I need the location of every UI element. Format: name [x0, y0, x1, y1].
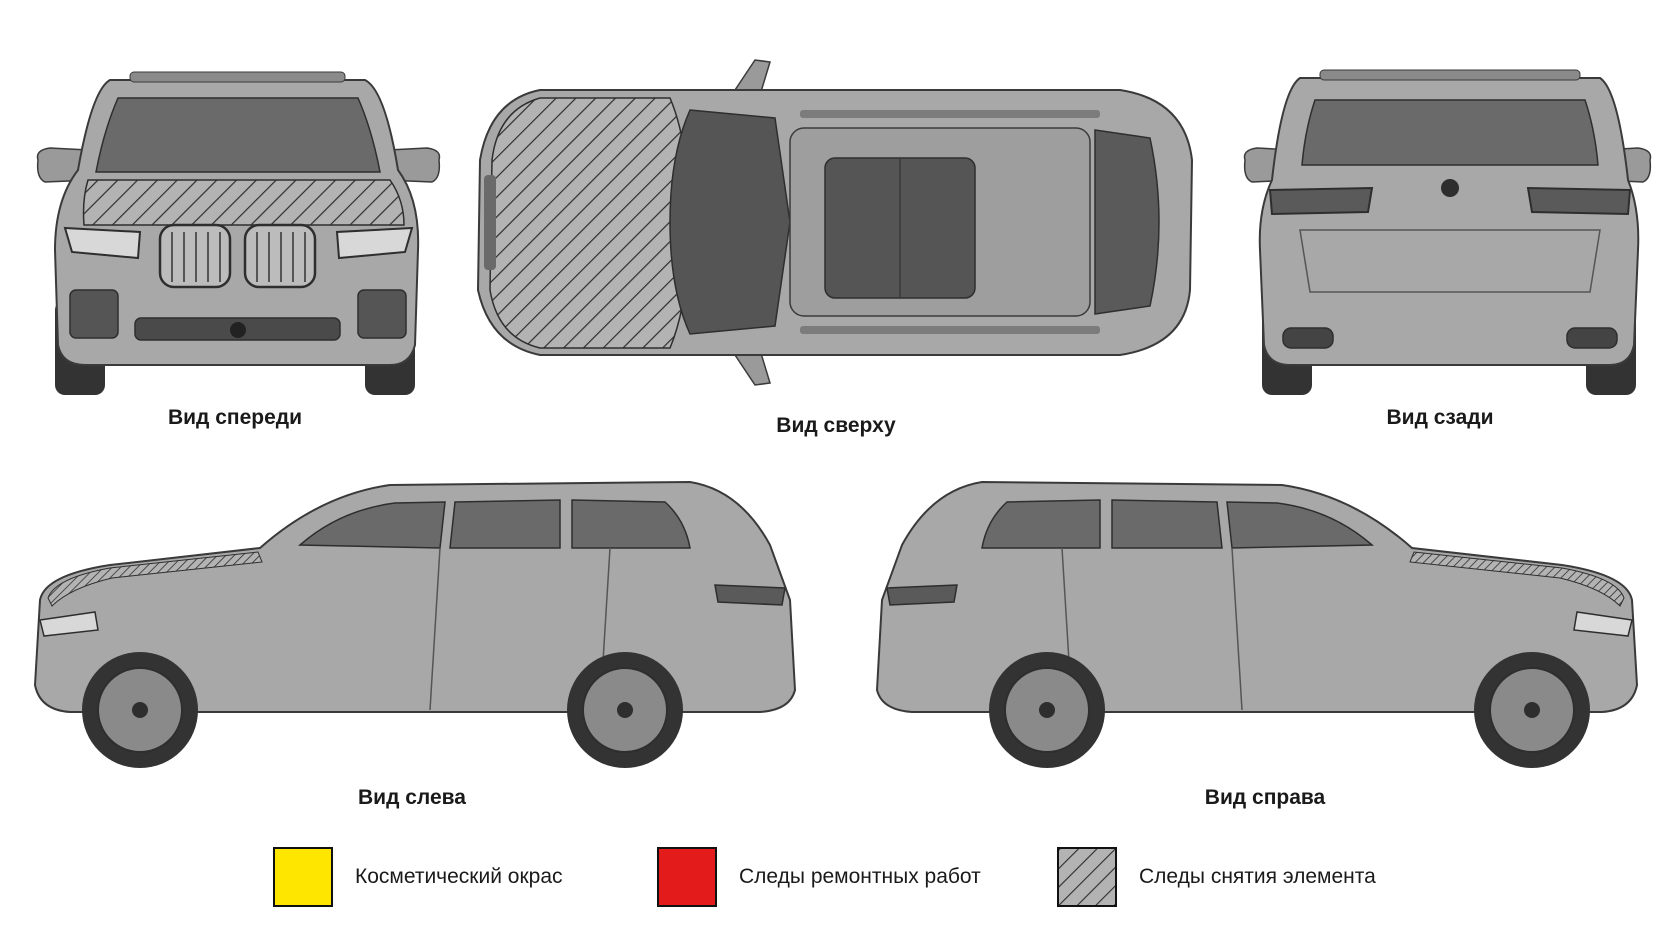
legend-label-element-removal: Следы снятия элемента [1139, 865, 1376, 888]
rear-view [1243, 69, 1652, 395]
top-view [476, 59, 1194, 386]
front-view [36, 71, 441, 395]
legend-swatch-yellow [273, 847, 333, 907]
label-rear-view: Вид сзади [1386, 406, 1494, 429]
legend-item-cosmetic-paint: Косметический окрас [273, 845, 563, 909]
legend-item-element-removal: Следы снятия элемента [1057, 845, 1376, 909]
label-front-view: Вид спереди [167, 406, 303, 429]
legend-label-cosmetic-paint: Косметический окрас [355, 865, 563, 888]
legend-swatch-red [657, 847, 717, 907]
legend-swatch-hatched [1057, 847, 1117, 907]
left-view [33, 480, 797, 768]
right-view [875, 480, 1639, 768]
legend-label-repair-traces: Следы ремонтных работ [739, 865, 981, 888]
label-left-view: Вид слева [358, 786, 466, 809]
label-top-view: Вид сверху [776, 414, 896, 437]
label-right-view: Вид справа [1204, 786, 1326, 809]
legend-item-repair-traces: Следы ремонтных работ [657, 845, 981, 909]
